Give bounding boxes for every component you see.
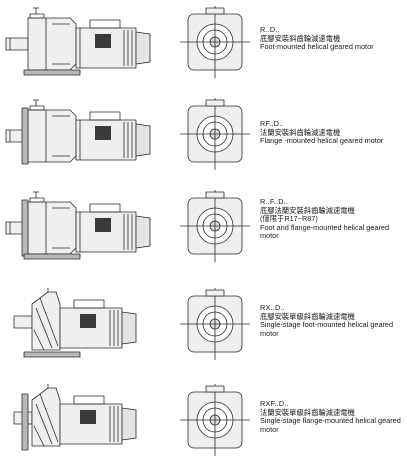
front-view-drawing <box>178 382 252 456</box>
chinese-description: 底腳安裝斜齒輪減速電機 <box>260 33 341 43</box>
model-code: RX..D.. <box>260 303 285 312</box>
side-view-drawing <box>0 96 170 170</box>
gear-logo-icon <box>95 218 111 232</box>
front-view-drawing <box>178 286 252 360</box>
side-view-drawing <box>0 286 170 360</box>
model-code: RXF..D.. <box>260 399 289 408</box>
front-view-drawing <box>178 188 252 262</box>
gear-logo-icon <box>80 410 96 424</box>
side-view-drawing <box>0 4 170 78</box>
model-code: RF..D.. <box>260 119 284 128</box>
front-view-drawing <box>178 96 252 170</box>
model-code: R..F..D.. <box>260 197 289 206</box>
front-view-drawing <box>178 4 252 78</box>
gear-logo-icon <box>95 34 111 48</box>
chinese-description: 底腳安裝單級斜齒輪減速電機 <box>260 311 355 321</box>
model-code: R..D.. <box>260 25 280 34</box>
gear-logo-icon <box>80 314 96 328</box>
side-view-drawing <box>0 382 170 456</box>
english-description: Foot and flange-mounted helical geared m… <box>260 222 389 241</box>
chinese-description: 法蘭安裝斜齒輪減速電機 <box>260 127 341 137</box>
caption: RXF..D.. 法蘭安裝單級斜齒輪減速電機 Single-stage flan… <box>260 399 406 434</box>
caption: R..D.. 底腳安裝斜齒輪減速電機 Foot-mounted helical … <box>260 25 406 52</box>
side-view-drawing <box>0 188 170 262</box>
english-description: Foot-mounted helical geared motor <box>260 42 374 52</box>
caption: RX..D.. 底腳安裝單級斜齒輪減速電機 Single-stage foot-… <box>260 303 406 338</box>
caption: R..F..D.. 底腳法蘭安裝斜齒輪減速電機 (僅限于R17~R87) Foo… <box>260 197 406 241</box>
range-note: (僅限于R17~R87) <box>260 214 318 224</box>
chinese-description: 底腳法蘭安裝斜齒輪減速電機 <box>260 205 355 215</box>
chinese-description: 法蘭安裝單級斜齒輪減速電機 <box>260 407 355 417</box>
english-description: Single-stage flange-mounted helical gear… <box>260 416 401 434</box>
gear-logo-icon <box>95 126 111 140</box>
english-description: Flange -mounted helical geared motor <box>260 136 384 146</box>
english-description: Single-stage foot-mounted helical geared… <box>260 320 394 338</box>
caption: RF..D.. 法蘭安裝斜齒輪減速電機 Flange -mounted heli… <box>260 119 406 146</box>
